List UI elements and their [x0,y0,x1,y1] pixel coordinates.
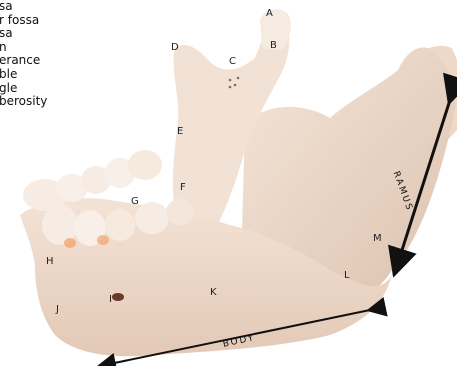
label-f: F [180,182,186,193]
label-g: G [131,196,139,207]
label-c: C [229,56,236,67]
label-m: M [373,233,382,244]
label-a: A [266,8,273,19]
label-j: J [56,304,59,315]
label-h: H [46,256,54,267]
label-e: E [177,126,183,137]
legend-line: erance [0,54,47,68]
legend-line: sa [0,0,47,14]
label-l: L [344,270,350,281]
legend-line: ble [0,68,47,82]
legend-line: berosity [0,95,47,109]
truncated-legend: sa r fossa sa n erance ble gle berosity [0,0,48,109]
legend-line: n [0,41,47,55]
mental-foramen [112,293,124,301]
label-b: B [270,40,277,51]
label-d: D [171,42,179,53]
label-i: I [109,294,112,305]
label-k: K [210,287,217,298]
legend-line: sa [0,27,47,41]
legend-line: gle [0,82,47,96]
legend-line: r fossa [0,14,47,28]
